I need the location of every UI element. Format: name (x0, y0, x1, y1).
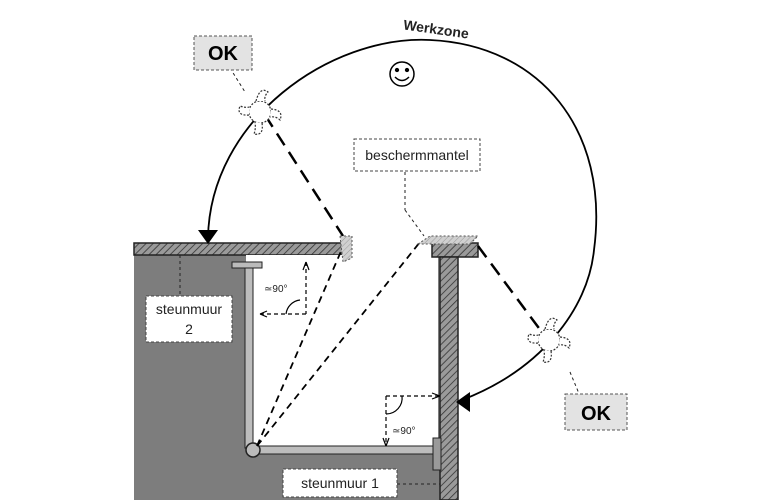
svg-text:beschermmantel: beschermmantel (365, 147, 469, 163)
ok-badge-left: OK (193, 35, 253, 71)
svg-text:OK: OK (581, 403, 612, 425)
shield-right (416, 235, 480, 245)
right-wall (431, 242, 479, 500)
label-steunmuur-1: steunmuur 1 (282, 468, 398, 498)
arrowhead-right (456, 392, 470, 412)
angle-label-bottom: ≃90° (392, 426, 416, 437)
pivot-point (245, 442, 261, 458)
werkzone-label: Werkzone (402, 17, 470, 42)
angle-guide-bottom (382, 392, 441, 447)
ok-badge-right: OK (564, 393, 628, 431)
grinder-tool-icon (238, 89, 282, 135)
grinder-tool-icon (527, 317, 571, 363)
sight-lines (256, 241, 421, 447)
work-zone-arc (207, 39, 598, 401)
arrowhead-left (198, 230, 218, 244)
label-beschermmantel: beschermmantel (353, 138, 481, 172)
svg-text:steunmuur: steunmuur (156, 301, 222, 317)
shield-left (339, 235, 353, 263)
angle-guide-top (259, 261, 310, 318)
label-steunmuur-2: steunmuur 2 (145, 295, 233, 343)
angle-label-top: ≃90° (264, 284, 288, 295)
svg-text:steunmuur 1: steunmuur 1 (301, 475, 379, 491)
tool-lines (263, 114, 546, 336)
svg-text:OK: OK (208, 43, 239, 65)
smiley-face-icon (389, 61, 415, 87)
svg-text:2: 2 (185, 321, 193, 337)
leader-lines (179, 67, 581, 485)
pit-opening (246, 255, 438, 453)
